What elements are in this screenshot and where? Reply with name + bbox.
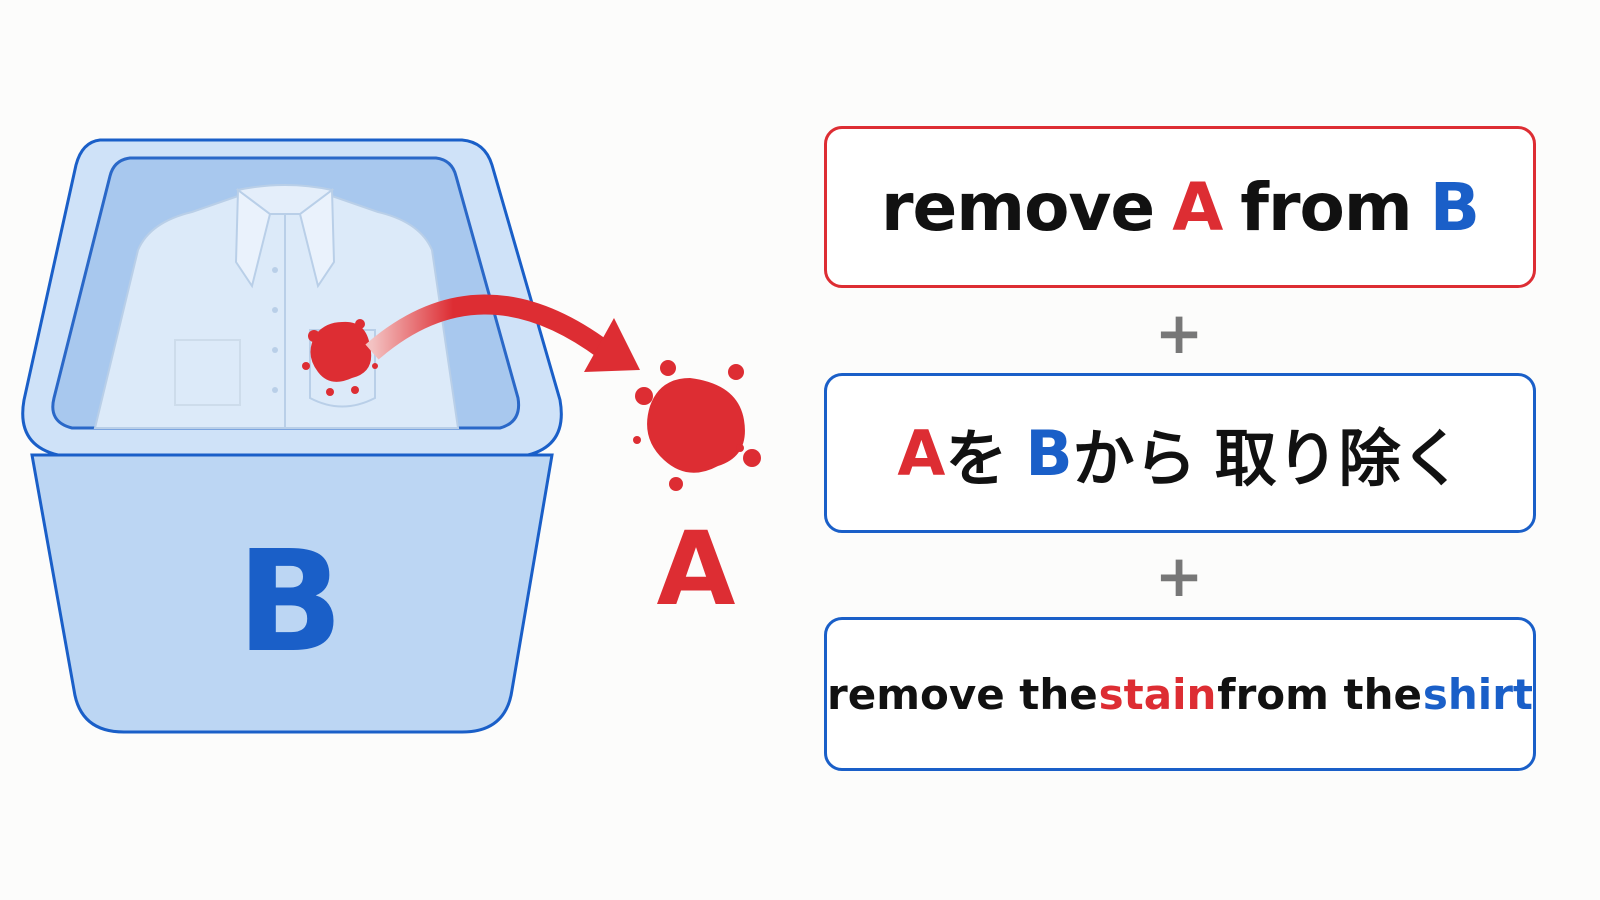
pattern-b: B (1429, 168, 1480, 246)
jp-verb: 取り除く (1214, 422, 1463, 495)
arrow-icon (365, 294, 640, 372)
example-part-1: remove the (827, 669, 1098, 719)
example-shirt: shirt (1422, 669, 1533, 719)
japanese-translation-panel: A を B から 取り除く (824, 373, 1536, 533)
plus-icon: + (1154, 299, 1204, 367)
jp-particle-kara: から (1072, 422, 1197, 495)
container-label: B (237, 521, 344, 684)
english-pattern-panel: remove A from B (824, 126, 1536, 288)
example-sentence-panel: remove the stain from the shirt (824, 617, 1536, 771)
stain-icon (302, 319, 378, 396)
example-stain: stain (1098, 669, 1217, 719)
jp-a: A (897, 416, 946, 490)
stain-label: A (657, 510, 736, 629)
plus-icon: + (1154, 542, 1204, 610)
pattern-a: A (1172, 168, 1223, 246)
jp-b: B (1025, 416, 1073, 490)
shirt-icon (93, 184, 460, 429)
stain-icon (633, 360, 761, 491)
illustration: B A (21, 138, 761, 734)
pattern-preposition: from (1240, 168, 1412, 246)
jp-particle-wo: を (945, 422, 1008, 495)
example-part-2: from the (1217, 669, 1422, 719)
pattern-verb: remove (880, 168, 1155, 246)
